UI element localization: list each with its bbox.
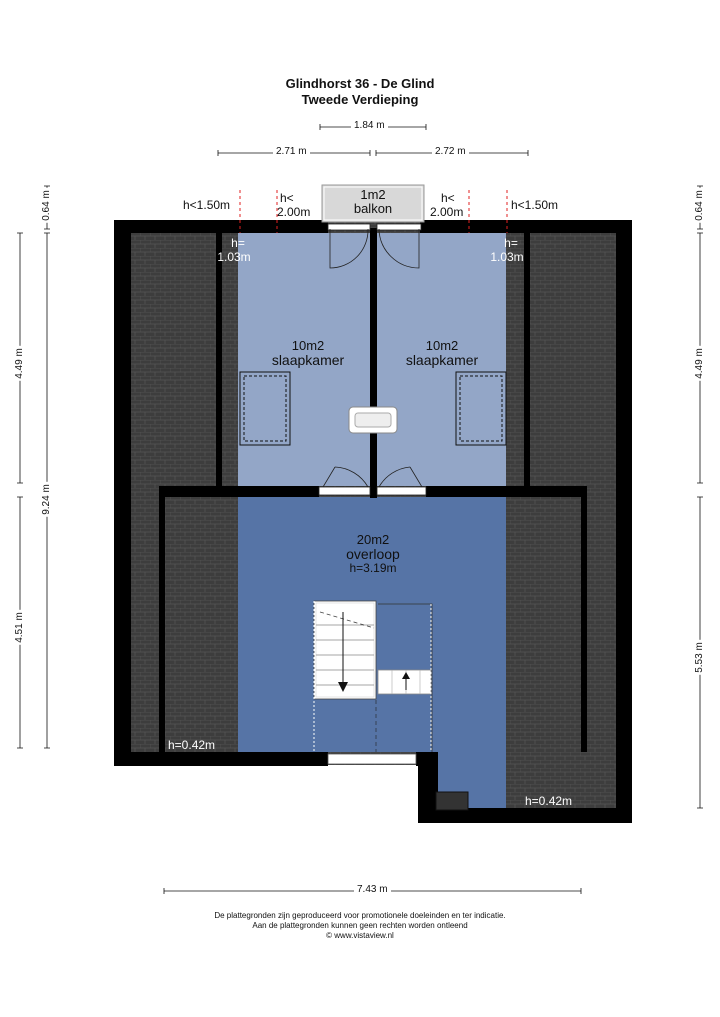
height-inner-right-line1: h< [441, 191, 455, 205]
balcony-doors [327, 223, 422, 269]
height-room-left-line2: 1.03m [217, 250, 251, 264]
bedroom-right-area: 10m2 [425, 338, 459, 353]
balcony-area: 1m2 [360, 187, 386, 202]
dim-top-left: 2.71 m [273, 146, 310, 157]
walls [114, 220, 632, 823]
height-outer-left: h<1.50m [183, 198, 231, 212]
bedroom-right-floor [376, 233, 506, 486]
staircase [313, 600, 433, 752]
height-room-right-line1: h= [504, 236, 518, 250]
dim-left-upper: 4.49 m [13, 346, 25, 381]
height-outer-right: h<1.50m [511, 198, 559, 212]
height-room-right-line2: 1.03m [490, 250, 524, 264]
bedroom-left-area: 10m2 [291, 338, 325, 353]
footer-disclaimer-1: De plattegronden zijn geproduceerd voor … [214, 911, 506, 920]
footer: De plattegronden zijn geproduceerd voor … [0, 911, 720, 941]
balcony-railing [323, 186, 423, 221]
skylights [239, 371, 507, 446]
height-inner-left: h< 2.00m [277, 191, 311, 219]
height-bottom-right: h=0.42m [525, 794, 573, 808]
landing-name: overloop [346, 546, 400, 562]
landing-height: h=3.19m [349, 561, 397, 575]
dimension-lines [17, 124, 703, 894]
bottom-window [327, 753, 417, 765]
height-marker-lines [239, 190, 508, 233]
plan-title: Glindhorst 36 - De Glind [285, 76, 435, 91]
dim-right-upper: 4.49 m [693, 346, 705, 381]
bedroom-left-name: slaapkamer [271, 352, 345, 368]
height-inner-right-line2: 2.00m [430, 205, 464, 219]
bedroom-left-floor [238, 233, 371, 486]
sink [348, 406, 398, 434]
balcony-name: balkon [353, 201, 393, 216]
dim-right-top-small: 0.64 m [693, 188, 705, 223]
chimney [435, 791, 469, 811]
dim-bottom-total: 7.43 m [354, 884, 391, 895]
height-room-left-line1: h= [231, 236, 245, 250]
height-room-right: h= 1.03m [487, 236, 527, 264]
height-inner-left-line2: 2.00m [277, 205, 311, 219]
bedroom-doors [318, 466, 427, 496]
height-bottom-left: h=0.42m [168, 738, 216, 752]
dim-left-top-small: 0.64 m [40, 188, 52, 223]
bedroom-right-name: slaapkamer [405, 352, 479, 368]
height-room-left: h= 1.03m [214, 236, 254, 264]
dim-left-lower: 4.51 m [13, 610, 25, 645]
footer-copyright: © www.vistaview.nl [326, 931, 394, 940]
dim-top-balcony: 1.84 m [351, 120, 388, 131]
height-inner-left-line1: h< [280, 191, 294, 205]
footer-disclaimer-2: Aan de plattegronden kunnen geen rechten… [252, 921, 468, 930]
balcony-floor [321, 184, 425, 223]
bedroom-right-label: 10m2 slaapkamer [384, 338, 500, 368]
height-inner-right: h< 2.00m [430, 191, 463, 219]
dim-top-right: 2.72 m [432, 146, 469, 157]
dim-left-total: 9.24 m [40, 482, 52, 517]
landing-label: 20m2 overloop h=3.19m [313, 532, 433, 576]
landing-area: 20m2 [356, 532, 390, 547]
dim-right-lower: 5.53 m [693, 640, 705, 675]
bedroom-left-label: 10m2 slaapkamer [250, 338, 366, 368]
floor-title: Tweede Verdieping [301, 92, 419, 107]
balcony-label: 1m2 balkon [322, 188, 424, 216]
